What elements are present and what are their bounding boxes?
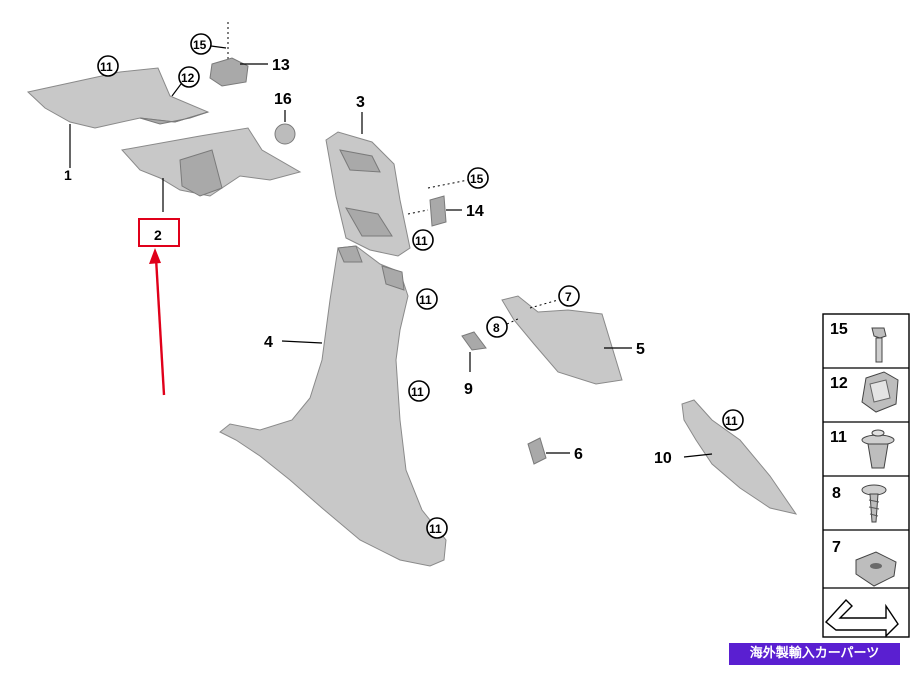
part-16-shape (274, 123, 296, 145)
part-14-shape (429, 195, 447, 227)
label-1: 1 (64, 167, 72, 183)
legend-number-8: 8 (832, 485, 841, 502)
label-7: 7 (565, 290, 572, 304)
label-6: 6 (574, 446, 583, 463)
label-9: 9 (464, 381, 473, 398)
label-15-a: 15 (193, 38, 207, 52)
label-11-f: 11 (725, 414, 738, 428)
label-11-a: 11 (100, 60, 113, 74)
label-5: 5 (636, 341, 645, 358)
legend-number-7: 7 (832, 539, 841, 556)
label-3: 3 (356, 94, 365, 111)
label-16: 16 (274, 91, 292, 108)
part-6-shape (527, 437, 547, 465)
label-11-c: 11 (419, 293, 432, 307)
part-4-shape (219, 245, 447, 567)
highlight-box-2 (138, 218, 180, 247)
label-15-b: 15 (470, 172, 484, 186)
label-8: 8 (493, 321, 500, 335)
label-2: 2 (154, 227, 162, 243)
label-12: 12 (181, 71, 195, 85)
nut-icon (855, 551, 897, 587)
arrow-corner-icon (824, 598, 899, 638)
screw-icon (861, 484, 887, 523)
highlight-arrow-head (149, 248, 161, 264)
part-9-shape (461, 331, 487, 351)
label-13: 13 (272, 57, 290, 74)
legend-number-15: 15 (830, 321, 848, 338)
part-2-shape (121, 127, 302, 197)
fastener-legend: 15 12 11 8 7 (822, 313, 910, 638)
part-13-shape (209, 57, 249, 87)
highlight-arrow-line (154, 257, 166, 396)
watermark-badge: 海外製輸入カーパーツ (729, 643, 900, 665)
push-pin-icon (861, 429, 895, 469)
part-5-shape (501, 295, 623, 385)
label-11-e: 11 (429, 522, 442, 536)
part-10-shape (681, 399, 798, 515)
clip-icon (861, 371, 899, 413)
legend-number-11: 11 (830, 429, 847, 446)
label-10: 10 (654, 450, 672, 467)
label-11-d: 11 (411, 385, 424, 399)
legend-number-12: 12 (830, 375, 848, 392)
label-14: 14 (466, 203, 484, 220)
label-4: 4 (264, 334, 273, 351)
part-3-shape (325, 131, 411, 257)
rivet-icon (871, 327, 887, 363)
label-11-b: 11 (415, 234, 428, 248)
part-1-shape (26, 67, 210, 129)
